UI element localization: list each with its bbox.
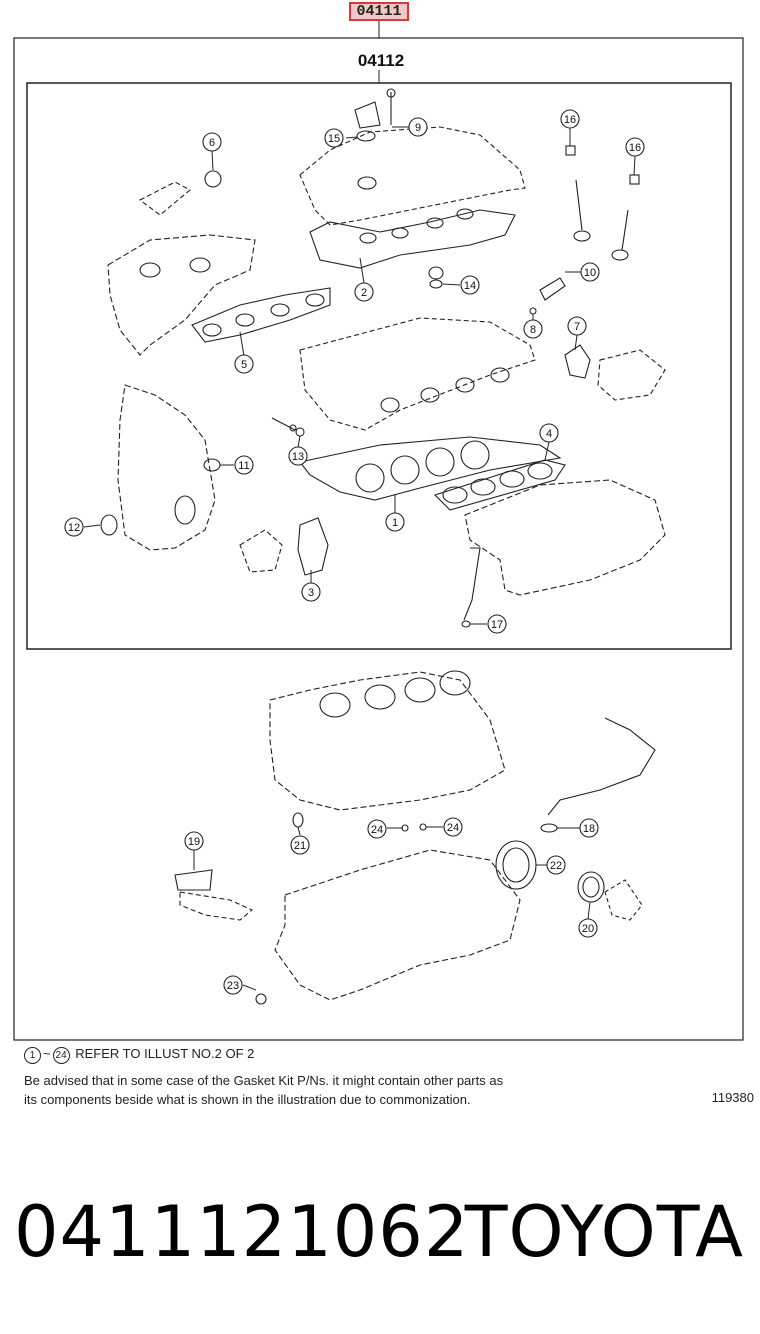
exploded-parts-diagram: 04112 (13, 21, 744, 1041)
callout-circle (578, 918, 598, 938)
callout-number: 10 (584, 267, 596, 279)
callout-number: 11 (238, 460, 249, 472)
callout-circle (385, 512, 405, 532)
part-number: 0411121062 (14, 1191, 470, 1273)
callout-circle (625, 137, 645, 157)
callout-number: 2 (361, 287, 367, 299)
callout-circle (460, 275, 480, 295)
callout-number: 19 (188, 836, 200, 848)
callout-circle (546, 855, 566, 875)
callout-circle (539, 423, 559, 443)
callout-circle (560, 109, 580, 129)
callout-circle (567, 316, 587, 336)
callout-number: 24 (371, 824, 383, 836)
callout-number: 21 (294, 840, 306, 852)
callout-circle (354, 282, 374, 302)
callout-circle (202, 132, 222, 152)
callout-number: 12 (68, 522, 80, 534)
callout-circle (223, 975, 243, 995)
callout-circle (324, 128, 344, 148)
callout-number: 23 (227, 980, 239, 992)
callout-circle (290, 835, 310, 855)
advise-note-line-1: Be advised that in some case of the Gask… (24, 1073, 504, 1088)
callout-number: 20 (582, 923, 594, 935)
callout-number: 13 (292, 451, 304, 463)
refer-note: 1~24 REFER TO ILLUST NO.2 OF 2 (24, 1046, 254, 1064)
callout-number: 4 (546, 428, 552, 440)
callout-number: 3 (308, 587, 314, 599)
refer-start-marker: 1 (24, 1047, 41, 1064)
callout-number: 16 (629, 142, 641, 154)
callout-number: 16 (564, 114, 576, 126)
refer-end-marker: 24 (52, 1047, 70, 1064)
callout-circle (523, 319, 543, 339)
callout-circle (408, 117, 428, 137)
callout-number: 7 (574, 321, 580, 333)
callout-number: 9 (415, 122, 421, 134)
illustration-number: 119380 (711, 1090, 754, 1105)
part-drawings (100, 88, 666, 1005)
leader-lines (83, 126, 636, 991)
callout-circle (64, 517, 84, 537)
callout-number: 24 (447, 822, 459, 834)
callout-number: 15 (328, 133, 340, 145)
callout-markers: 1234567891011121314151616171819202122232… (64, 109, 645, 995)
refer-text: REFER TO ILLUST NO.2 OF 2 (75, 1046, 255, 1061)
callout-circle (184, 831, 204, 851)
callout-circle (579, 818, 599, 838)
callout-number: 6 (209, 137, 215, 149)
callout-circle (443, 817, 463, 837)
callout-circle (301, 582, 321, 602)
callout-circle (367, 819, 387, 839)
callout-number: 14 (464, 280, 476, 292)
callout-number: 5 (241, 359, 247, 371)
callout-circle (234, 455, 254, 475)
brand-name: TOYOTA (464, 1191, 744, 1273)
kit-code-label: 04112 (358, 51, 404, 70)
callout-number: 17 (491, 619, 503, 631)
top-code-label: 04111 (349, 2, 409, 21)
callout-number: 1 (392, 517, 398, 529)
callout-circle (580, 262, 600, 282)
callout-number: 18 (583, 823, 595, 835)
callout-circle (487, 614, 507, 634)
callout-number: 22 (550, 860, 562, 872)
callout-circle (288, 446, 308, 466)
outer-frame (13, 37, 744, 1041)
inner-frame (26, 82, 732, 650)
callout-number: 8 (530, 324, 536, 336)
callout-circle (234, 354, 254, 374)
advise-note-line-2: its components beside what is shown in t… (24, 1092, 471, 1107)
